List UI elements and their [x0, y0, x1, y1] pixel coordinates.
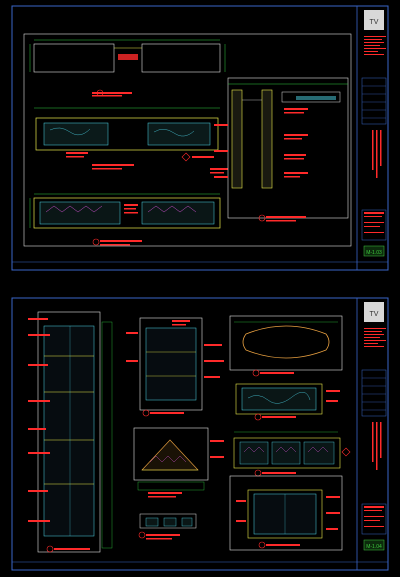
middle-elevation-view	[34, 107, 228, 174]
bottom-cabinet-elevation	[29, 193, 221, 246]
small-base-detail	[138, 513, 197, 540]
middle-upper-detail	[126, 317, 224, 417]
right-frame-view	[229, 475, 343, 551]
top-plan-view	[29, 39, 226, 97]
sheet-2-outer-frame	[11, 297, 389, 571]
right-ornament-cabinet-view	[233, 431, 351, 477]
right-section-view	[214, 77, 349, 222]
sheet-2-logo: TV	[370, 311, 379, 318]
sheet-1-title-block: TV M-1.03	[361, 10, 387, 257]
sheet-1-logo: TV	[370, 19, 379, 26]
sheet-1-drawing-frame	[23, 33, 352, 247]
sheet-2-drawing-number: M-1.04	[366, 544, 382, 550]
right-stone-panel-view	[235, 383, 340, 421]
right-oval-panel-view	[229, 315, 343, 377]
tall-cabinet-elevation	[28, 311, 113, 553]
sheet-1: TV M-1.03	[11, 5, 389, 271]
sheet-1-drawing-number: M-1.03	[366, 250, 382, 256]
sheet-1-outer-frame	[11, 5, 389, 271]
sheet-2: TV M-1.04	[11, 297, 389, 571]
sheet-2-title-block: TV M-1.04	[361, 302, 387, 551]
middle-lower-v-detail	[133, 427, 224, 498]
